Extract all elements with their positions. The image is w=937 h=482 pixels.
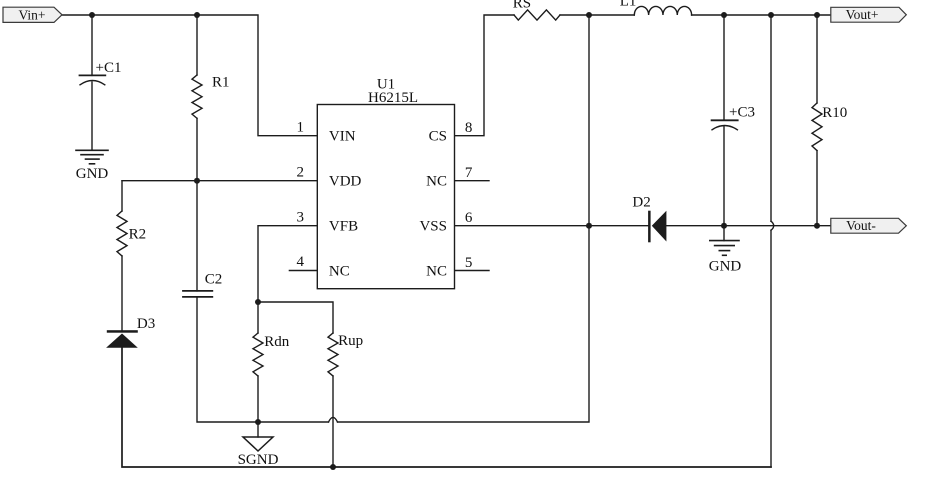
svg-text:VFB: VFB — [329, 219, 358, 235]
svg-text:+C1: +C1 — [96, 60, 122, 76]
svg-text:VDD: VDD — [329, 174, 362, 190]
svg-text:H6215L: H6215L — [368, 90, 418, 106]
svg-text:2: 2 — [297, 164, 305, 180]
svg-text:1: 1 — [297, 119, 305, 135]
svg-text:7: 7 — [465, 165, 473, 181]
svg-text:NC: NC — [426, 174, 447, 190]
svg-text:5: 5 — [465, 255, 473, 271]
svg-text:8: 8 — [465, 120, 473, 136]
svg-text:NC: NC — [329, 264, 350, 280]
svg-text:6: 6 — [465, 210, 473, 226]
svg-text:R2: R2 — [129, 226, 147, 242]
svg-text:VSS: VSS — [419, 219, 447, 235]
svg-text:L1: L1 — [620, 0, 637, 9]
svg-text:SGND: SGND — [238, 452, 279, 468]
svg-text:Vout+: Vout+ — [846, 7, 879, 22]
svg-text:NC: NC — [426, 264, 447, 280]
svg-text:D3: D3 — [137, 316, 155, 332]
svg-text:CS: CS — [429, 129, 447, 145]
svg-text:D2: D2 — [632, 195, 650, 211]
svg-text:+C3: +C3 — [729, 105, 755, 121]
svg-text:Vout-: Vout- — [846, 218, 876, 233]
svg-text:U1: U1 — [377, 77, 395, 93]
svg-text:R1: R1 — [212, 74, 230, 90]
svg-text:GND: GND — [709, 259, 742, 275]
svg-text:Rdn: Rdn — [264, 334, 290, 350]
svg-text:R10: R10 — [822, 105, 847, 121]
svg-text:C2: C2 — [205, 272, 223, 288]
svg-text:GND: GND — [76, 166, 109, 182]
svg-text:3: 3 — [297, 209, 305, 225]
svg-text:4: 4 — [297, 254, 305, 270]
svg-text:Vin+: Vin+ — [18, 7, 45, 22]
svg-text:RS: RS — [513, 0, 531, 11]
svg-text:VIN: VIN — [329, 129, 356, 145]
svg-text:Rup: Rup — [338, 333, 363, 349]
